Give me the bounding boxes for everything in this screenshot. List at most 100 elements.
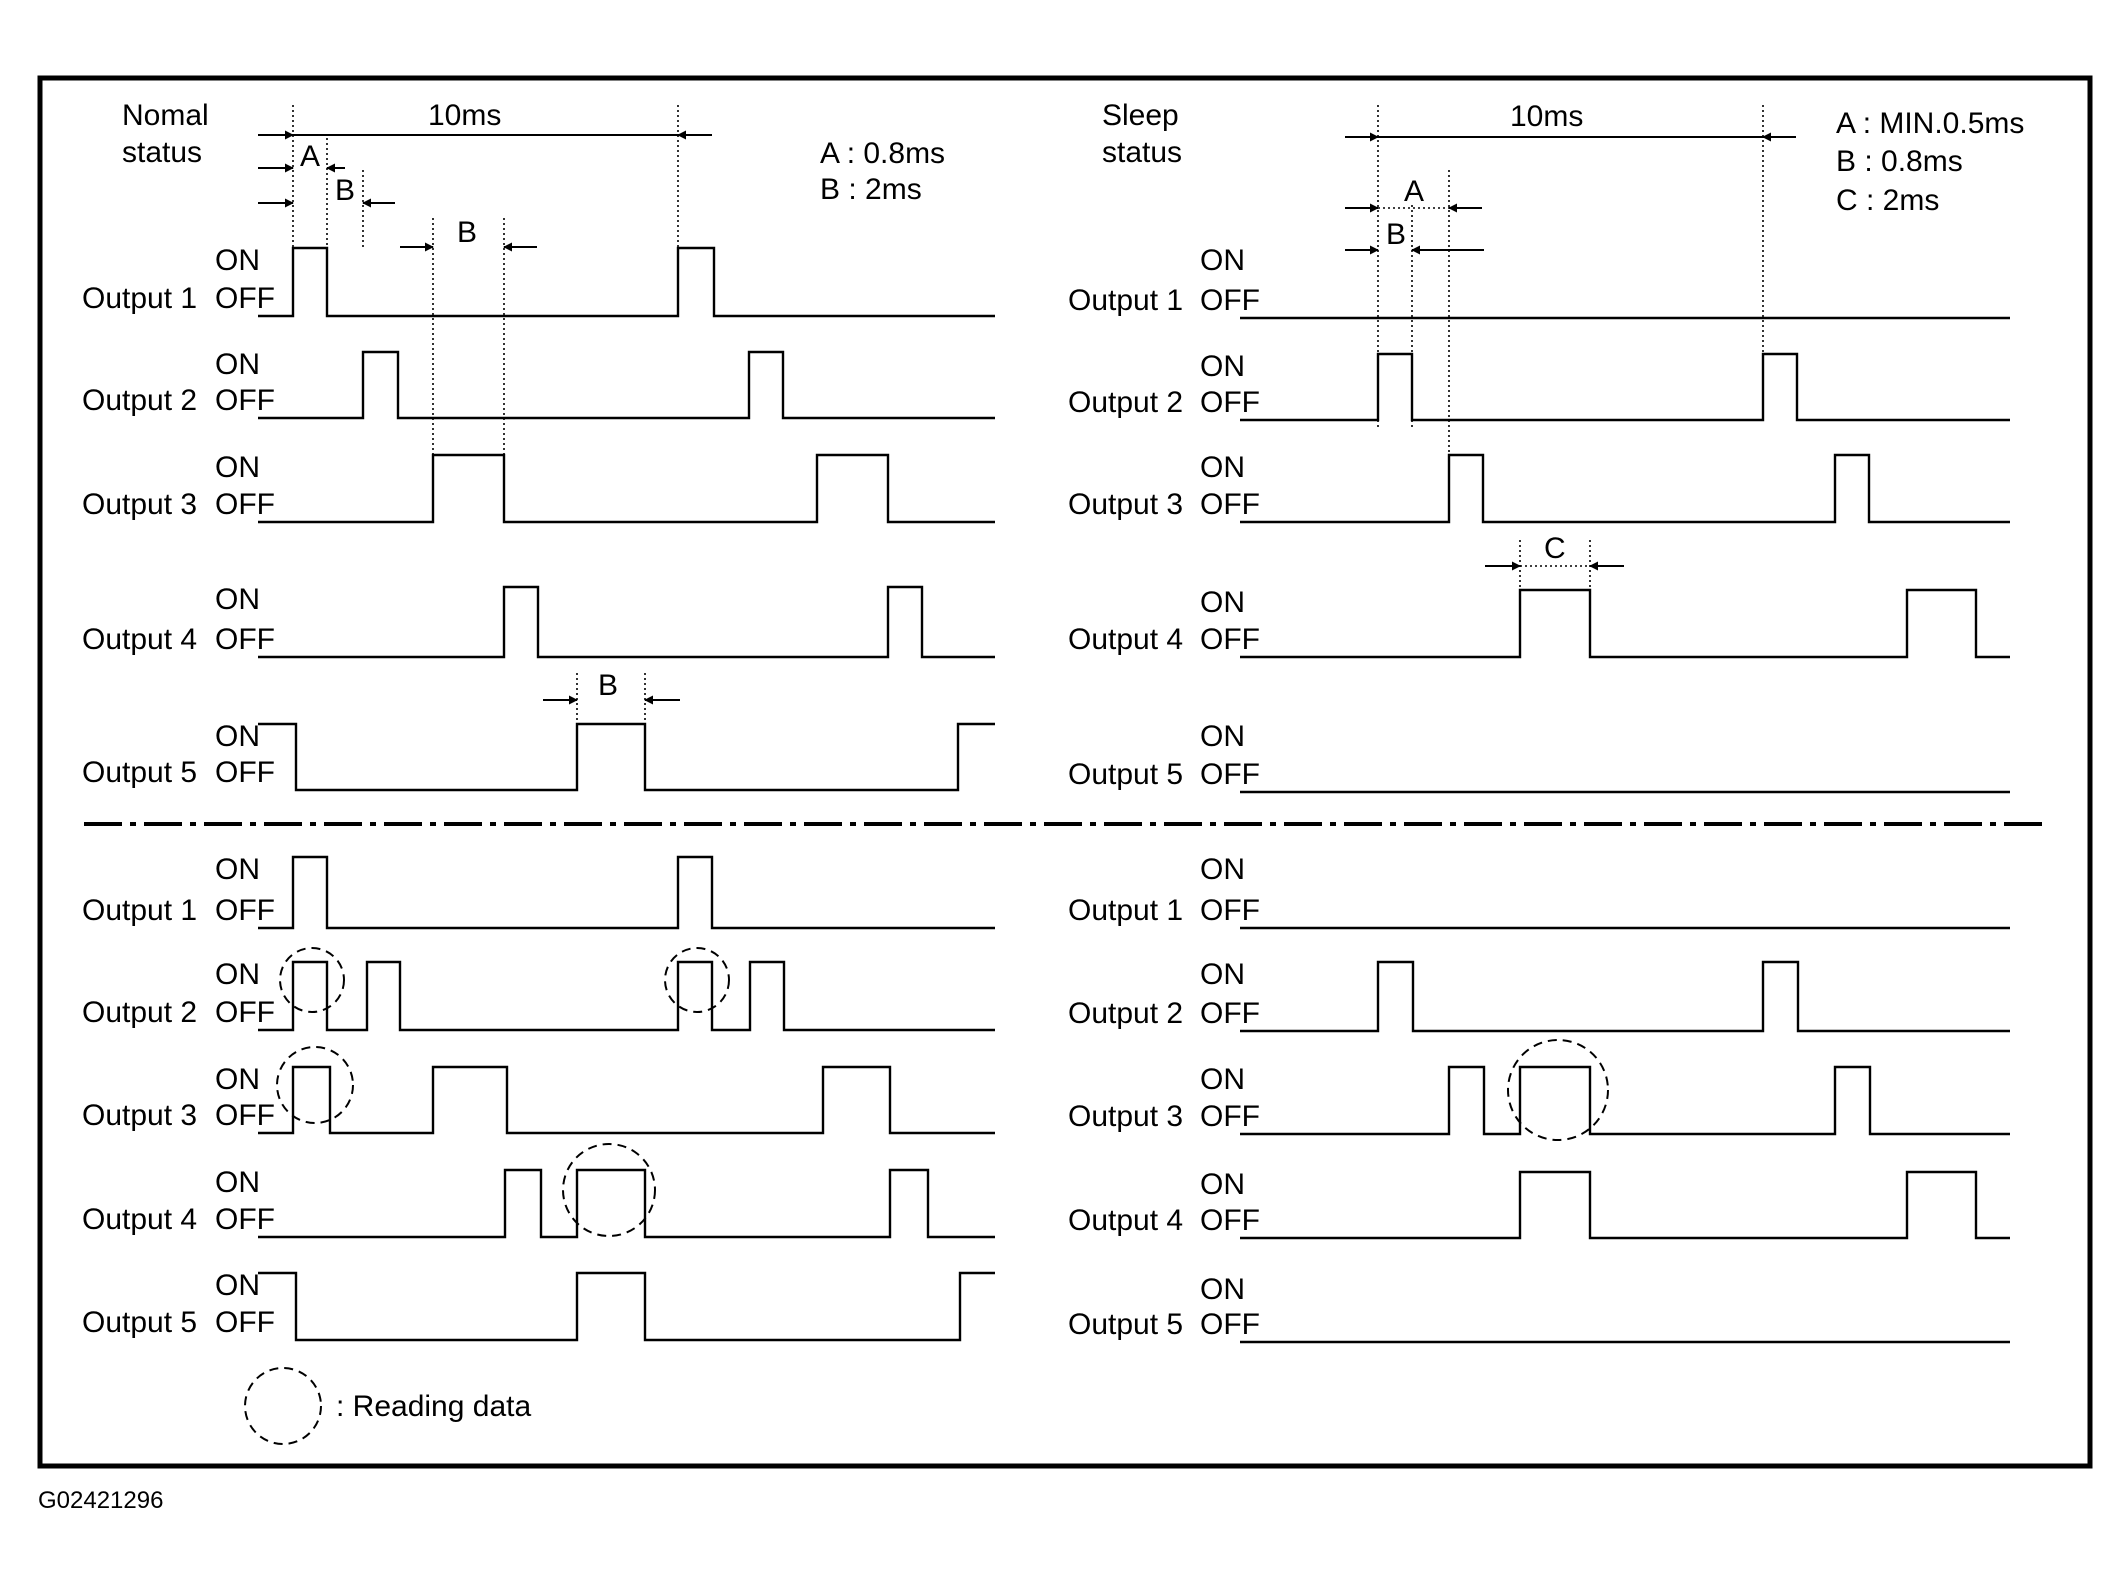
- sleep-top-off-label: OFF: [1200, 284, 1260, 317]
- normal-top-on-label: ON: [215, 583, 260, 616]
- normal-top-off-label: OFF: [215, 488, 275, 521]
- normal-def-b: B : 2ms: [820, 173, 922, 206]
- normal-top-on-label: ON: [215, 451, 260, 484]
- normal-top-waveform: [258, 722, 995, 792]
- sleep-dimensions: A B C: [1345, 105, 1796, 590]
- reading-data-circle: [1507, 1039, 1609, 1141]
- legend-circle-icon: [244, 1367, 322, 1445]
- normal-top-waveform: [258, 246, 995, 318]
- normal-bottom-waveform: [258, 960, 995, 1032]
- normal-bottom-on-label: ON: [215, 1269, 260, 1302]
- sleep-top-off-label: OFF: [1200, 623, 1260, 656]
- sleep-def-b: B : 0.8ms: [1836, 145, 1963, 178]
- normal-bottom-off-label: OFF: [215, 996, 275, 1029]
- normal-top-output-label: Output 3: [82, 488, 197, 521]
- normal-bottom-output-label: Output 2: [82, 996, 197, 1029]
- sleep-mark-a: A: [1404, 175, 1424, 208]
- sleep-bottom-off-label: OFF: [1200, 997, 1260, 1030]
- reading-data-circle: [664, 947, 730, 1013]
- sleep-bottom-on-label: ON: [1200, 853, 1245, 886]
- normal-bottom-on-label: ON: [215, 958, 260, 991]
- reading-data-circle: [279, 947, 345, 1013]
- normal-top-output-label: Output 5: [82, 756, 197, 789]
- normal-bottom-waveform: [258, 1168, 995, 1239]
- sleep-bottom-output-label: Output 1: [1068, 894, 1183, 927]
- normal-bottom-off-label: OFF: [215, 1306, 275, 1339]
- normal-bottom-output-label: Output 5: [82, 1306, 197, 1339]
- normal-top-output-label: Output 4: [82, 623, 197, 656]
- normal-mark-a: A: [300, 140, 320, 173]
- normal-bottom-output-label: Output 1: [82, 894, 197, 927]
- normal-bottom-output-label: Output 4: [82, 1203, 197, 1236]
- sleep-bottom-waveform: [1240, 1065, 2010, 1136]
- normal-top-waveform: [258, 453, 995, 524]
- sleep-bottom-output-label: Output 3: [1068, 1100, 1183, 1133]
- normal-mark-b3: B: [598, 669, 618, 702]
- sleep-bottom-off-label: OFF: [1200, 1100, 1260, 1133]
- sleep-bottom-off-label: OFF: [1200, 1204, 1260, 1237]
- diagram-frame: [37, 75, 2093, 1469]
- sleep-top-on-label: ON: [1200, 350, 1245, 383]
- sleep-def-c: C : 2ms: [1836, 184, 1939, 217]
- normal-mark-b1: B: [335, 174, 355, 207]
- normal-top-on-label: ON: [215, 720, 260, 753]
- figure-code: G02421296: [38, 1487, 163, 1514]
- sleep-top-waveform: [1240, 352, 2010, 422]
- sleep-top-off-label: OFF: [1200, 386, 1260, 419]
- normal-top-off-label: OFF: [215, 623, 275, 656]
- normal-bottom-waveform: [258, 1065, 995, 1135]
- sleep-top-waveform: [1240, 453, 2010, 524]
- sleep-bottom-output-label: Output 4: [1068, 1204, 1183, 1237]
- sleep-mark-c: C: [1544, 532, 1566, 565]
- sleep-bottom-on-label: ON: [1200, 1168, 1245, 1201]
- reading-data-circle: [276, 1046, 354, 1124]
- normal-title-line1: Nomal: [122, 99, 209, 132]
- normal-top-on-label: ON: [215, 244, 260, 277]
- normal-bottom-off-label: OFF: [215, 894, 275, 927]
- sleep-title-line2: status: [1102, 136, 1182, 169]
- sleep-top-on-label: ON: [1200, 451, 1245, 484]
- sleep-bottom-on-label: ON: [1200, 958, 1245, 991]
- reading-data-circle: [562, 1143, 656, 1237]
- sleep-bottom-waveform: [1240, 960, 2010, 1033]
- normal-bottom-off-label: OFF: [215, 1099, 275, 1132]
- sleep-top-off-label: OFF: [1200, 488, 1260, 521]
- legend-label: : Reading data: [336, 1390, 531, 1423]
- sleep-top-waveform: [1240, 588, 2010, 659]
- normal-top-off-label: OFF: [215, 282, 275, 315]
- normal-top-off-label: OFF: [215, 756, 275, 789]
- normal-bottom-waveform: [258, 1271, 995, 1342]
- normal-top-off-label: OFF: [215, 384, 275, 417]
- normal-bottom-waveform: [258, 855, 995, 930]
- sleep-bottom-output-label: Output 5: [1068, 1308, 1183, 1341]
- normal-bottom-off-label: OFF: [215, 1203, 275, 1236]
- normal-top-output-label: Output 2: [82, 384, 197, 417]
- normal-top-output-label: Output 1: [82, 282, 197, 315]
- sleep-top-off-label: OFF: [1200, 758, 1260, 791]
- normal-period-label: 10ms: [428, 99, 501, 132]
- normal-def-a: A : 0.8ms: [820, 137, 945, 170]
- normal-title-line2: status: [122, 136, 202, 169]
- sleep-bottom-waveform: [1240, 1170, 2010, 1240]
- sleep-top-output-label: Output 5: [1068, 758, 1183, 791]
- sleep-top-output-label: Output 2: [1068, 386, 1183, 419]
- normal-top-waveform: [258, 350, 995, 420]
- sleep-def-a: A : MIN.0.5ms: [1836, 107, 2024, 140]
- normal-dimensions: A B B B: [258, 105, 712, 730]
- sleep-top-output-label: Output 1: [1068, 284, 1183, 317]
- sleep-top-on-label: ON: [1200, 244, 1245, 277]
- normal-top-on-label: ON: [215, 348, 260, 381]
- sleep-bottom-on-label: ON: [1200, 1273, 1245, 1306]
- sleep-period-label: 10ms: [1510, 100, 1583, 133]
- normal-bottom-on-label: ON: [215, 1063, 260, 1096]
- sleep-bottom-output-label: Output 2: [1068, 997, 1183, 1030]
- sleep-bottom-off-label: OFF: [1200, 1308, 1260, 1341]
- normal-bottom-output-label: Output 3: [82, 1099, 197, 1132]
- normal-mark-b2: B: [457, 216, 477, 249]
- sleep-bottom-on-label: ON: [1200, 1063, 1245, 1096]
- sleep-bottom-off-label: OFF: [1200, 894, 1260, 927]
- sleep-top-on-label: ON: [1200, 586, 1245, 619]
